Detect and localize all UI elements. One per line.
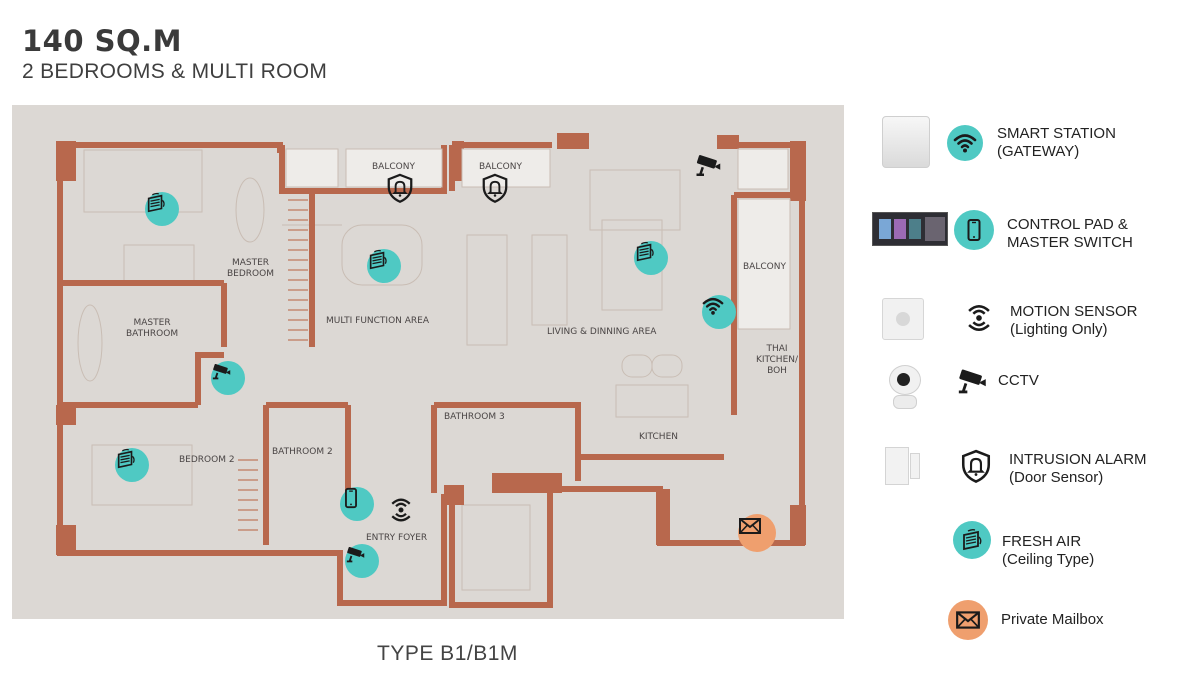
room-label-balcony-1: BALCONY — [372, 162, 415, 172]
envelope-icon — [948, 600, 988, 640]
room-label-kitchen: KITCHEN — [639, 432, 678, 442]
area-title: 140 SQ.M — [22, 24, 183, 58]
room-label-living: LIVING & DINNING AREA — [547, 327, 657, 337]
room-label-bathroom-3: BATHROOM 3 — [444, 412, 505, 422]
motion-icon — [959, 298, 999, 338]
room-label-master-bathroom: MASTER BATHROOM — [126, 318, 179, 339]
wifi-icon — [947, 125, 983, 161]
cctv-icon — [955, 364, 991, 400]
fresh-air-icon — [367, 249, 401, 283]
motion-sensor-icon — [386, 495, 420, 529]
fresh-air-icon — [634, 241, 668, 275]
fresh-air-icon — [953, 521, 991, 559]
room-label-entry-foyer: ENTRY FOYER — [366, 533, 428, 543]
camera-device-image — [887, 365, 921, 409]
cctv-icon — [345, 544, 379, 578]
cctv-icon — [694, 151, 728, 185]
wifi-icon — [702, 295, 736, 329]
cctv-icon — [211, 361, 245, 395]
legend-cctv: CCTV — [998, 372, 1039, 389]
fresh-air-icon — [115, 448, 149, 482]
legend-fresh-air: FRESH AIR (Ceiling Type) — [1002, 533, 1095, 568]
plan-type-caption: TYPE B1/B1M — [377, 642, 518, 665]
phone-icon — [954, 210, 994, 250]
floor-plan: BALCONY BALCONY BALCONY MASTER BEDROOM M… — [12, 105, 844, 619]
control-pad-device-image — [872, 212, 948, 246]
bell-shield-icon — [958, 448, 994, 484]
room-label-bathroom-2: BATHROOM 2 — [272, 447, 333, 457]
room-label-bedroom-2: BEDROOM 2 — [179, 455, 235, 465]
control-pad-icon — [340, 487, 374, 521]
legend-motion-sensor: MOTION SENSOR (Lighting Only) — [1010, 303, 1138, 338]
room-label-balcony-2: BALCONY — [479, 162, 522, 172]
mailbox-icon — [738, 514, 776, 552]
intrusion-alarm-icon — [385, 173, 419, 207]
legend-control-pad: CONTROL PAD & MASTER SWITCH — [1007, 216, 1133, 251]
gateway-device-image — [882, 116, 930, 168]
fresh-air-icon — [145, 192, 179, 226]
intrusion-alarm-icon — [480, 173, 514, 207]
layout-subtitle: 2 BEDROOMS & MULTI ROOM — [22, 60, 328, 83]
room-label-multi-function: MULTI FUNCTION AREA — [326, 316, 430, 326]
legend-smart-station: SMART STATION (GATEWAY) — [997, 125, 1116, 160]
legend-intrusion-alarm: INTRUSION ALARM (Door Sensor) — [1009, 451, 1147, 486]
door-sensor-device-image — [885, 447, 920, 485]
room-label-master-bedroom: MASTER BEDROOM — [227, 258, 274, 279]
motion-sensor-device-image — [882, 298, 924, 340]
room-label-thai-kitchen: THAI KITCHEN/ BOH — [756, 344, 799, 376]
room-label-balcony-3: BALCONY — [743, 262, 786, 272]
floor-plan-drawing — [56, 133, 806, 608]
legend-mailbox: Private Mailbox — [1001, 611, 1104, 628]
